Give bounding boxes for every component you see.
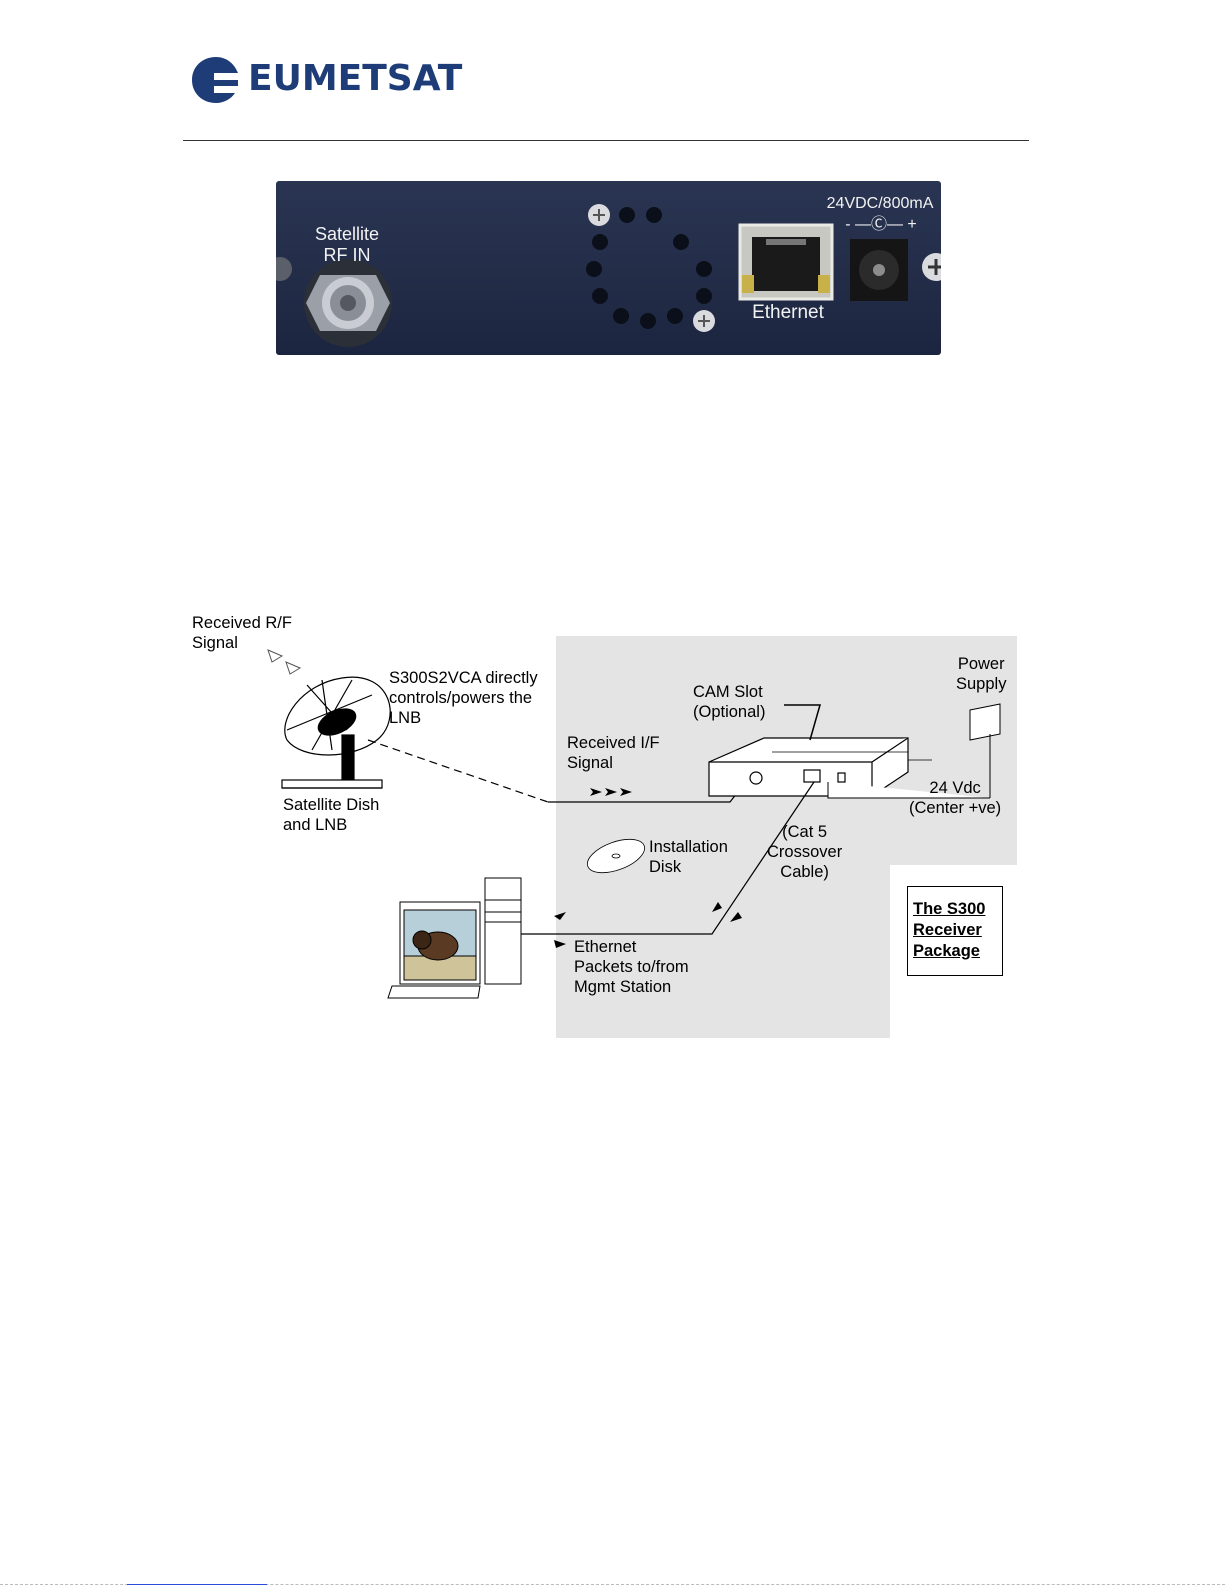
rear-panel-drawing — [276, 204, 941, 347]
power-supply-icon — [827, 703, 1001, 799]
monitor-icon — [387, 901, 481, 999]
ethernet-port-icon — [738, 223, 834, 301]
power-rating-label: 24VDC/800mA — [826, 195, 934, 212]
installation-disk-icon — [587, 838, 645, 874]
cable-arrows-icon — [712, 902, 742, 922]
ethernet-in-arrow-icon — [554, 912, 566, 920]
header-divider — [183, 140, 1029, 141]
if-signal-arrows-icon — [590, 788, 632, 796]
computer-tower-icon — [484, 877, 522, 985]
rf-signal-icon — [267, 649, 302, 675]
receiver-box-icon — [708, 737, 932, 797]
left-screw-icon — [276, 257, 292, 281]
logo-wordmark: EUMETSAT — [248, 58, 463, 99]
eumetsat-logo-icon — [192, 57, 238, 103]
power-voltage-label: 24 Vdc(Center +ve) — [909, 779, 1002, 817]
rf-connector-icon — [304, 259, 392, 347]
package-shaded-area — [556, 636, 1017, 1038]
speaker-grille — [586, 207, 712, 329]
cam-slot-label: CAM Slot(Optional) — [693, 683, 766, 721]
eumetsat-logo: EUMETSAT — [190, 55, 462, 105]
polarity-label: - —Ⓒ— + — [845, 216, 917, 233]
satellite-dish-icon — [281, 676, 391, 789]
ethernet-port-label: Ethernet — [752, 302, 824, 323]
diagram-drawing — [267, 636, 1017, 1038]
power-jack-icon — [850, 239, 908, 301]
ethernet-out-arrow-icon — [554, 940, 566, 948]
